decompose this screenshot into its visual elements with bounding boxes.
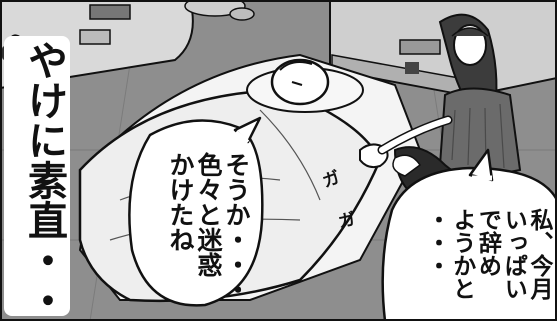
tv-cabinet bbox=[329, 0, 557, 98]
speech-bubble-right bbox=[381, 166, 557, 321]
sleeping-person-head bbox=[270, 58, 330, 106]
narration-text: やけに素直・・・ bbox=[8, 40, 67, 321]
speech-right-text: 私、今月 いっぱい で辞め ようかと ・・・ bbox=[423, 208, 552, 300]
fan-icon bbox=[184, 0, 255, 21]
speech-left-text: そうか・・・ 色々と迷惑 かけたね bbox=[166, 152, 251, 302]
